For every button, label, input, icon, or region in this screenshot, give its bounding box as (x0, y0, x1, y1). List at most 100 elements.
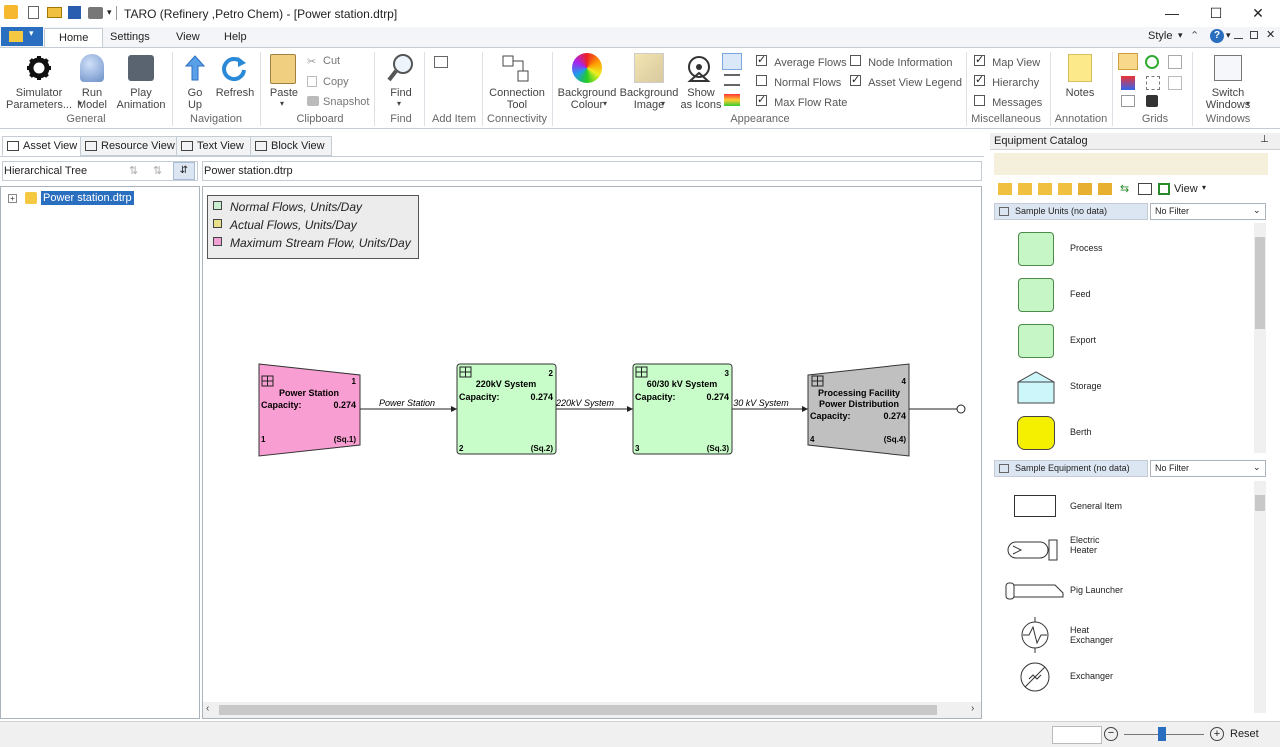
equipment-filter-select[interactable]: No Filter ⌄ (1150, 460, 1266, 477)
switch-windows-dropdown-icon[interactable]: ▾ (1246, 99, 1251, 108)
grid-extra-icon[interactable] (1168, 76, 1182, 90)
maximize-button[interactable]: ☐ (1209, 5, 1223, 21)
units-filter-select[interactable]: No Filter ⌄ (1150, 203, 1266, 220)
units-section-header[interactable]: Sample Units (no data) (994, 203, 1148, 220)
tab-resource-view[interactable]: Resource View (80, 136, 182, 156)
folder-icon[interactable] (998, 183, 1012, 195)
copy-folder-icon[interactable] (1058, 183, 1072, 195)
snapshot-button[interactable]: Snapshot (323, 96, 370, 108)
quick-access-dropdown-icon[interactable]: ▾ (107, 7, 112, 17)
messages-checkbox[interactable]: Messages (974, 95, 1042, 109)
tab-block-view[interactable]: Block View (250, 136, 332, 156)
zoom-reset-button[interactable]: Reset (1230, 728, 1259, 740)
style-dropdown-icon[interactable]: ▾ (1178, 30, 1183, 40)
connection-tool-button[interactable]: Connection Tool (489, 87, 545, 111)
zoom-out-icon[interactable]: − (1104, 727, 1118, 741)
exchanger-icon[interactable] (1019, 661, 1051, 693)
sort-icon[interactable]: ⇵ (173, 162, 195, 180)
asset-legend-check[interactable] (850, 73, 861, 86)
normal-flows-checkbox[interactable]: Normal Flows (756, 75, 841, 89)
zoom-input[interactable] (1052, 726, 1102, 744)
collapse-ribbon-icon[interactable]: ⌃ (1190, 30, 1200, 42)
notes-button[interactable]: Notes (1065, 87, 1095, 99)
unit-label-process[interactable]: Process (1070, 243, 1103, 253)
equipment-scrollbar[interactable] (1254, 481, 1266, 713)
unit-label-export[interactable]: Export (1070, 335, 1097, 345)
berth-unit-icon[interactable] (1017, 416, 1055, 450)
grid-print-icon[interactable] (1121, 95, 1135, 107)
breadcrumb[interactable]: Power station.dtrp (204, 165, 293, 177)
open-folder-icon[interactable] (1018, 183, 1032, 195)
view-icon[interactable] (1158, 183, 1170, 195)
grid-refresh-icon[interactable] (1145, 55, 1159, 69)
scrollbar-thumb[interactable] (219, 705, 937, 715)
node-220kv-system[interactable]: 220kV System 2 Capacity: 0.274 2 (Sq.2) (456, 363, 557, 455)
paste-button[interactable]: Paste (269, 87, 299, 99)
feed-unit-icon[interactable] (1018, 278, 1054, 312)
paste-dropdown-icon[interactable]: ▾ (280, 99, 285, 108)
minimize-button[interactable]: — (1165, 5, 1179, 21)
open-folder-icon[interactable] (47, 7, 62, 18)
map-view-check[interactable] (974, 53, 985, 66)
unit-label-storage[interactable]: Storage (1070, 381, 1102, 391)
equip-label-general-item[interactable]: General Item (1070, 501, 1123, 511)
run-model-button[interactable]: Run Model (77, 87, 107, 111)
help-icon[interactable]: ? (1210, 29, 1224, 43)
units-scrollbar-thumb[interactable] (1255, 237, 1265, 329)
node-power-station[interactable]: Power Station 1 Capacity: 0.274 1 (Sq.1) (258, 363, 361, 457)
node-info-check[interactable] (850, 55, 861, 66)
node-2-shape[interactable] (456, 363, 557, 455)
grid-layout-icon[interactable] (1118, 53, 1138, 70)
grid-table-icon[interactable] (1168, 55, 1182, 69)
node-1-shape[interactable] (258, 363, 361, 457)
hierarchy-checkbox[interactable]: Hierarchy (974, 73, 1039, 89)
average-flows-check[interactable] (756, 53, 767, 66)
find-button[interactable]: Find (390, 87, 412, 99)
horizontal-scrollbar[interactable]: ‹ › (203, 702, 981, 718)
hierarchy-check[interactable] (974, 73, 985, 86)
asset-view-legend-checkbox[interactable]: Asset View Legend (850, 73, 962, 89)
process-unit-icon[interactable] (1018, 232, 1054, 266)
application-menu-button[interactable]: ▾ (1, 27, 43, 46)
node-4-shape[interactable] (807, 363, 910, 457)
bg-colour-dropdown-icon[interactable]: ▾ (603, 99, 608, 108)
mdi-minimize-icon[interactable] (1234, 31, 1243, 39)
move-up-icon[interactable]: ⇅ (129, 165, 139, 177)
copy-button[interactable]: Copy (323, 76, 349, 88)
storage-unit-icon[interactable] (1016, 370, 1056, 404)
messages-check[interactable] (974, 95, 985, 106)
find-dropdown-icon[interactable]: ▾ (397, 99, 402, 108)
grid-settings-icon[interactable] (1146, 95, 1158, 107)
heat-exchanger-icon[interactable] (1017, 617, 1053, 653)
tree-item-root[interactable]: Power station.dtrp (41, 191, 134, 205)
go-up-button[interactable]: Go Up (187, 87, 203, 111)
move-down-icon[interactable]: ⇅ (153, 165, 163, 177)
max-flow-rate-check[interactable] (756, 93, 767, 106)
average-flows-checkbox[interactable]: Average Flows (756, 53, 847, 69)
simulator-parameters-button[interactable]: Simulator Parameters... (6, 87, 73, 111)
play-animation-button[interactable]: Play Animation (116, 87, 166, 111)
equip-label-electric-heater[interactable]: Electric Heater (1070, 535, 1100, 555)
view-menu-button[interactable]: View (1174, 183, 1198, 195)
new-folder-icon[interactable] (1038, 183, 1052, 195)
run-model-dropdown-icon[interactable]: ▾ (78, 99, 83, 108)
save-icon[interactable] (68, 6, 81, 19)
node-processing-facility[interactable]: Processing Facility Power Distribution 4… (807, 363, 910, 457)
new-file-icon[interactable] (28, 6, 39, 19)
expand-icon[interactable]: + (8, 194, 17, 203)
units-scrollbar[interactable] (1254, 223, 1266, 453)
unit-label-feed[interactable]: Feed (1070, 289, 1091, 299)
equipment-scrollbar-thumb[interactable] (1255, 495, 1265, 511)
move-folder-icon[interactable] (1078, 183, 1092, 195)
grid-snap-icon[interactable] (1146, 76, 1160, 90)
export-unit-icon[interactable] (1018, 324, 1054, 358)
pin-icon[interactable]: ⊥ (1260, 134, 1269, 145)
grid-lines-icon[interactable] (724, 74, 740, 86)
scroll-right-icon[interactable]: › (971, 703, 975, 714)
heatmap-icon[interactable] (724, 94, 740, 106)
list-view-icon[interactable] (722, 53, 742, 70)
refresh-button[interactable]: Refresh (215, 87, 255, 99)
zoom-in-icon[interactable]: + (1210, 727, 1224, 741)
outlet-terminal[interactable] (956, 404, 966, 414)
tab-home[interactable]: Home (44, 28, 104, 48)
